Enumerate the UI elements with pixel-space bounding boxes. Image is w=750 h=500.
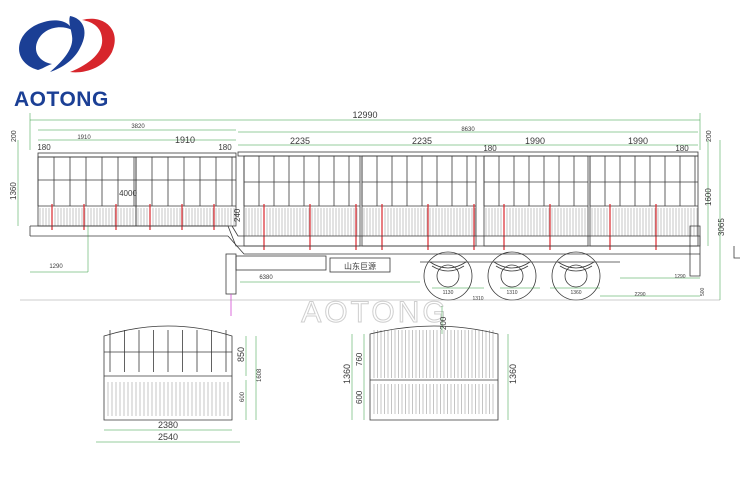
front-inner-width: 2380	[158, 420, 178, 430]
dim-bay-b2: 2235	[412, 136, 432, 146]
rear-view-dimensions	[351, 306, 509, 420]
side-dimensions	[17, 113, 721, 300]
dim-lower-panel: 240	[233, 208, 242, 222]
brand-name: AOTONG	[14, 88, 109, 111]
brand-logo	[0, 0, 140, 120]
front-upper-height: 850	[236, 347, 246, 362]
toolbox	[235, 255, 327, 271]
main-fence-bay	[483, 155, 589, 247]
rear-bumper	[689, 225, 701, 277]
dim-deck-to-axle: 6380	[259, 275, 273, 281]
wheel-hub	[564, 264, 588, 288]
leaf-spring	[559, 265, 593, 272]
dim-axle-spacing-3: 1360	[570, 290, 581, 296]
landing-gear	[225, 253, 237, 295]
main-fence-bay	[589, 155, 699, 247]
wheel-hub	[500, 264, 524, 288]
rear-view-grid	[373, 330, 494, 414]
name-plate	[329, 257, 391, 273]
leaf-spring	[431, 265, 465, 272]
corner-mark	[733, 246, 740, 259]
front-fence	[37, 156, 237, 230]
dim-rear-overhang-2: 2290	[634, 292, 645, 298]
dim-overall-length: 12990	[352, 110, 377, 120]
front-view	[103, 325, 233, 421]
rear-lower: 600	[355, 390, 364, 404]
dim-rear-overhang-1: 1290	[674, 274, 685, 280]
leaf-spring	[493, 261, 531, 269]
front-view-labels: 2380 2540 850 1608 600	[158, 347, 263, 442]
rear-view-outline	[369, 325, 499, 421]
dim-top-rail-right: 200	[706, 130, 713, 142]
watermark-text: AOTONG	[301, 296, 448, 329]
name-plate-text: 山东巨源	[344, 261, 376, 271]
side-dimension-labels: 12990 3820 1910 1910 180 180 8630 2235 2…	[9, 110, 726, 302]
dim-bay-c2: 1990	[628, 136, 648, 146]
dim-mid-group: 8630	[461, 127, 475, 133]
wheel-hub	[436, 264, 460, 288]
front-top-rail	[37, 152, 237, 158]
front-outer-width: 2540	[158, 432, 178, 442]
rear-view-labels: 200 1360 760 600 1360	[342, 316, 518, 404]
dim-axle-spacing-1: 1130	[443, 290, 454, 296]
leaf-spring	[557, 261, 595, 269]
rear-upper: 760	[355, 352, 364, 366]
leaf-spring	[495, 265, 529, 272]
dim-front-group: 3820	[131, 124, 145, 130]
rear-left-height: 1360	[342, 364, 352, 384]
dim-kingpin-offset: 1290	[49, 264, 63, 270]
dim-bay-b1: 2235	[290, 136, 310, 146]
front-view-dimensions	[96, 336, 257, 443]
dim-rear-spread: 1310	[472, 296, 483, 302]
dim-panel-height-left: 1360	[9, 182, 18, 200]
front-total-height: 1608	[257, 368, 263, 382]
front-view-grid	[104, 330, 232, 416]
side-view: 山东巨源	[20, 151, 720, 316]
dim-gooseneck-length: 4000	[119, 189, 137, 198]
dim-top-rail-left: 200	[11, 130, 18, 142]
chassis-lower	[227, 235, 700, 255]
main-top-rail	[237, 151, 699, 157]
front-lower-height: 600	[240, 391, 246, 402]
front-view-outline	[103, 325, 233, 421]
dim-post-gap-2: 180	[218, 143, 232, 152]
dim-post-gap-4: 180	[675, 144, 689, 153]
dim-post-gap-1: 180	[37, 143, 51, 152]
rear-view	[369, 325, 499, 421]
aotong-swoosh-logo-icon	[19, 16, 115, 73]
rear-right-height: 1360	[508, 364, 518, 384]
dim-bay-a: 1910	[175, 135, 195, 145]
rear-top: 200	[439, 316, 448, 330]
dim-ground-clearance: 500	[700, 287, 706, 296]
dim-panel-height-right: 1600	[704, 188, 713, 206]
dim-axle-spacing-2: 1310	[506, 290, 517, 296]
leaf-spring	[429, 261, 467, 269]
dim-overall-height: 3065	[717, 218, 726, 236]
dim-bay-c1: 1990	[525, 136, 545, 146]
dim-front-split: 1910	[77, 135, 91, 141]
main-fence-bay	[243, 155, 361, 247]
dim-post-gap-3: 180	[483, 144, 497, 153]
